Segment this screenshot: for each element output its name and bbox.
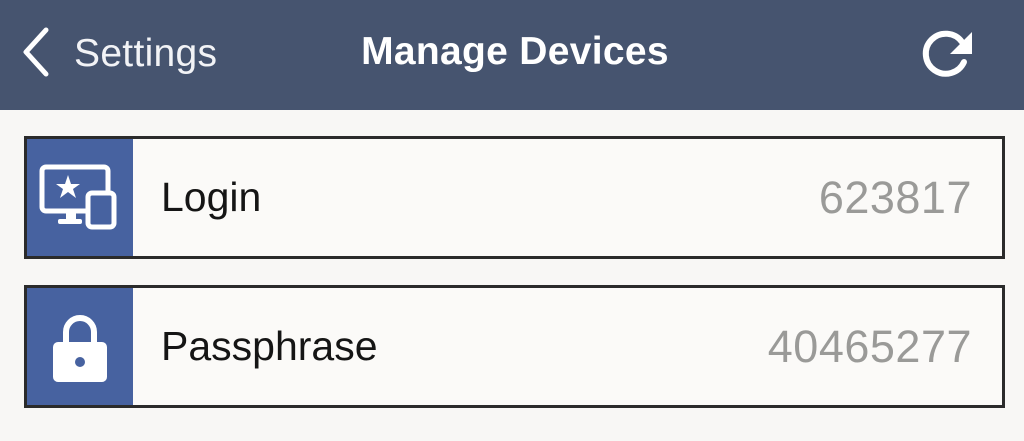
row-value: 623817 [818,171,972,223]
page-title: Manage Devices [361,30,669,73]
refresh-icon [918,30,980,88]
navigation-bar: Settings Manage Devices [0,0,1024,110]
chevron-left-icon [18,26,52,83]
devices-star-icon [27,139,133,256]
row-value: 40465277 [767,320,972,372]
row-label: Passphrase [161,323,378,369]
lock-icon [27,288,133,405]
list-item-login[interactable]: Login 623817 [24,136,1005,259]
list-item-passphrase[interactable]: Passphrase 40465277 [24,285,1005,408]
back-button-label: Settings [74,32,218,75]
row-label: Login [161,174,262,220]
back-button[interactable]: Settings [18,24,217,84]
refresh-button[interactable] [918,24,980,84]
